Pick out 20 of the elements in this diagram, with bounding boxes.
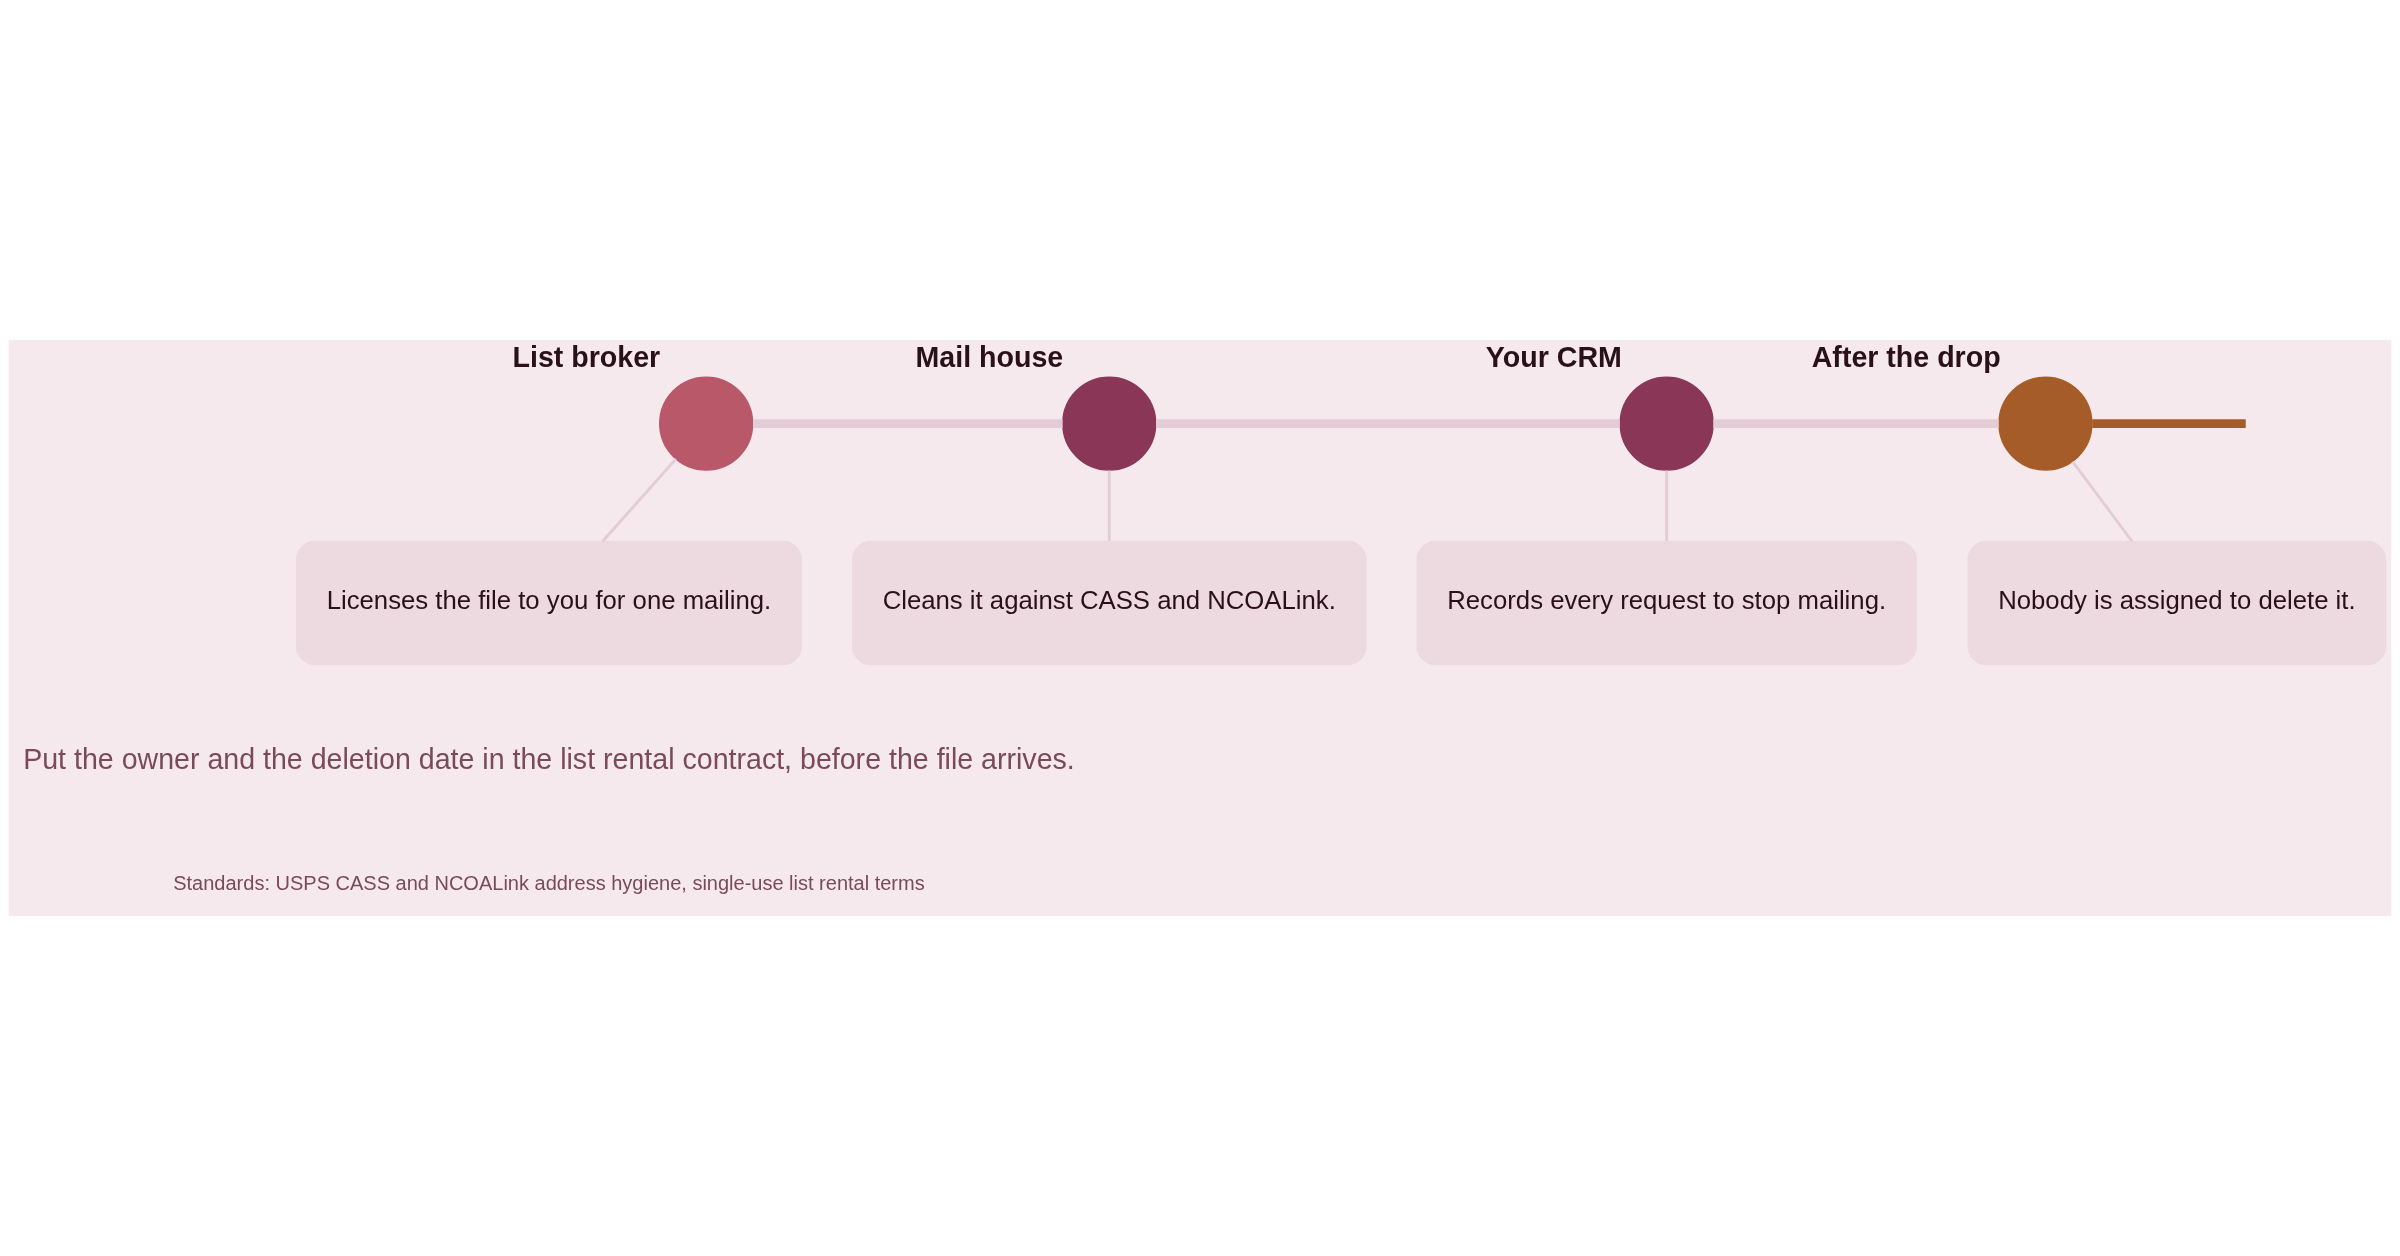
node-circle xyxy=(1998,376,2093,471)
node-circle xyxy=(659,376,754,471)
connector xyxy=(753,419,1063,428)
node-box: Nobody is assigned to delete it. xyxy=(1967,540,2387,666)
connector xyxy=(601,458,677,543)
node-box: Licenses the file to you for one mailing. xyxy=(295,540,802,666)
connector xyxy=(1713,419,1999,428)
node-label: Your CRM xyxy=(1485,341,1622,374)
node-label: After the drop xyxy=(1811,341,2001,374)
node-box: Cleans it against CASS and NCOALink. xyxy=(851,540,1367,666)
connector xyxy=(2092,419,2246,428)
connector xyxy=(1156,419,1620,428)
label: Standards: USPS CASS and NCOALink address hygiene, single-use list rental terms xyxy=(173,871,925,894)
node-circle xyxy=(1062,376,1157,471)
node-box: Records every request to stop mailing. xyxy=(1416,540,1917,666)
node-circle xyxy=(1619,376,1714,471)
connector xyxy=(2071,460,2134,543)
label: Put the owner and the deletion date in the list rental contract, before the file arrives. xyxy=(23,742,1075,775)
node-label: Mail house xyxy=(915,341,1064,374)
node-label: List broker xyxy=(512,341,661,374)
